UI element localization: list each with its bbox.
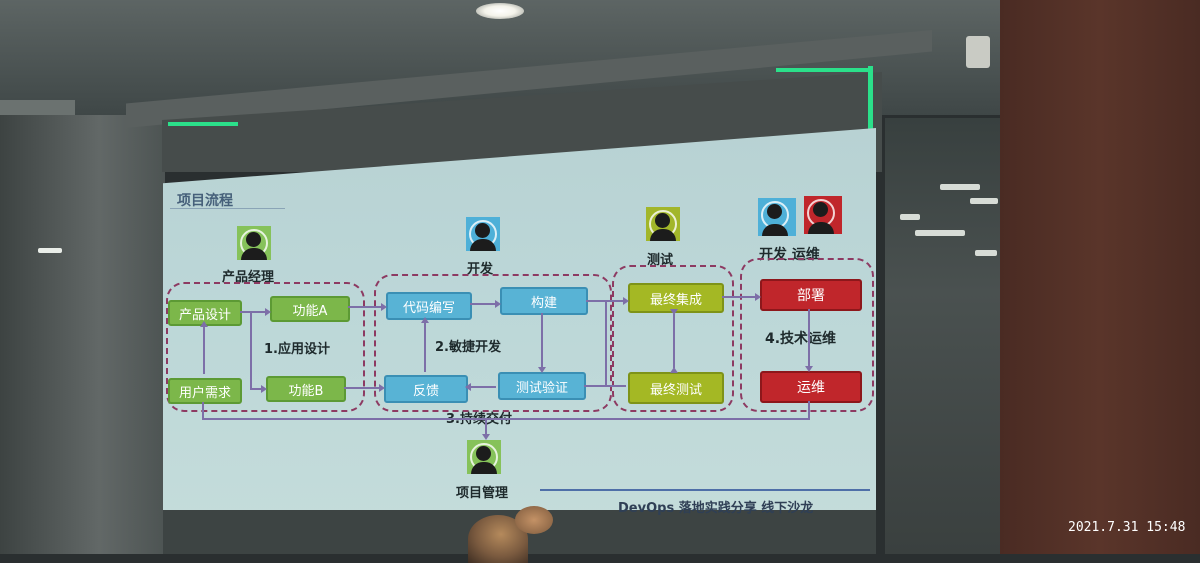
role-label-test: 测试: [647, 253, 674, 268]
user-icon: [237, 226, 271, 260]
user-icon: [804, 196, 842, 234]
box-feature-b: 功能B: [266, 376, 346, 402]
projected-slide: [163, 128, 876, 523]
slide-footer: DevOps 落地实践分享 线下沙龙: [618, 501, 814, 516]
box-deploy: 部署: [760, 279, 862, 311]
stage-group-ops: [740, 258, 874, 412]
arrow-feature-b-to-feedback: [344, 384, 385, 392]
connector-bottom-right: [808, 401, 810, 419]
user-icon: [758, 198, 796, 236]
arrow-deploy-to-ops: [805, 309, 813, 372]
box-ops: 运维: [760, 371, 862, 403]
stage-label-4: 4.技术运维: [765, 331, 837, 347]
box-user-requirement: 用户需求: [168, 378, 242, 404]
connector-bottom-left: [202, 402, 204, 419]
arrow-feature-a-to-code: [348, 303, 387, 311]
connector-vertical: [605, 300, 607, 386]
stage-group-design: [166, 282, 365, 412]
role-label-project-mgmt: 项目管理: [456, 486, 509, 501]
arrow-test-to-feedback: [465, 383, 496, 391]
connector-test-final: [584, 385, 626, 387]
screen-green-light-right: [776, 68, 872, 72]
title-underline: [170, 208, 285, 209]
arrow-to-project-mgmt: [482, 419, 490, 440]
box-final-test: 最终测试: [628, 372, 724, 404]
connector-bottom: [202, 418, 810, 420]
box-feedback: 反馈: [384, 375, 468, 403]
slide-title: 项目流程: [177, 193, 233, 209]
box-code-writing: 代码编写: [386, 292, 472, 320]
arrow-req-to-feature-b: [250, 385, 267, 393]
arrow-integration-final-test: [670, 309, 678, 373]
user-icon: [466, 217, 500, 251]
arrow-req-to-design: [200, 321, 208, 374]
arrow-feedback-to-code: [421, 317, 429, 372]
box-final-integration: 最终集成: [628, 283, 724, 313]
stage-group-agile: [374, 274, 612, 412]
arrow-integration-to-deploy: [722, 293, 761, 301]
wall-camera: [966, 36, 990, 68]
box-build: 构建: [500, 287, 588, 315]
role-label-dev: 开发: [467, 262, 494, 277]
wall-lamp: [38, 248, 62, 253]
arrow-design-to-feature-a: [240, 308, 271, 316]
stage-group-test: [612, 265, 734, 412]
footer-divider: [540, 489, 870, 491]
user-icon: [646, 207, 680, 241]
stage-label-2: 2.敏捷开发: [435, 340, 501, 355]
arrow-build-to-test: [538, 313, 546, 373]
user-icon: [467, 440, 501, 474]
arrow-code-to-build: [470, 300, 501, 308]
screen-green-light-left: [168, 122, 238, 126]
connector-design-req: [250, 311, 252, 389]
box-feature-a: 功能A: [270, 296, 350, 322]
stage-label-1: 1.应用设计: [264, 342, 330, 357]
audience-head: [515, 506, 553, 534]
photo-timestamp: 2021.7.31 15:48: [1068, 520, 1186, 535]
right-wall: [1000, 0, 1200, 554]
box-test-verify: 测试验证: [498, 372, 586, 400]
screen-green-light-edge: [868, 66, 873, 146]
ceiling-light: [476, 3, 524, 19]
left-wall: [0, 115, 165, 554]
role-label-pm: 产品经理: [222, 270, 275, 285]
right-window: [885, 118, 1000, 554]
